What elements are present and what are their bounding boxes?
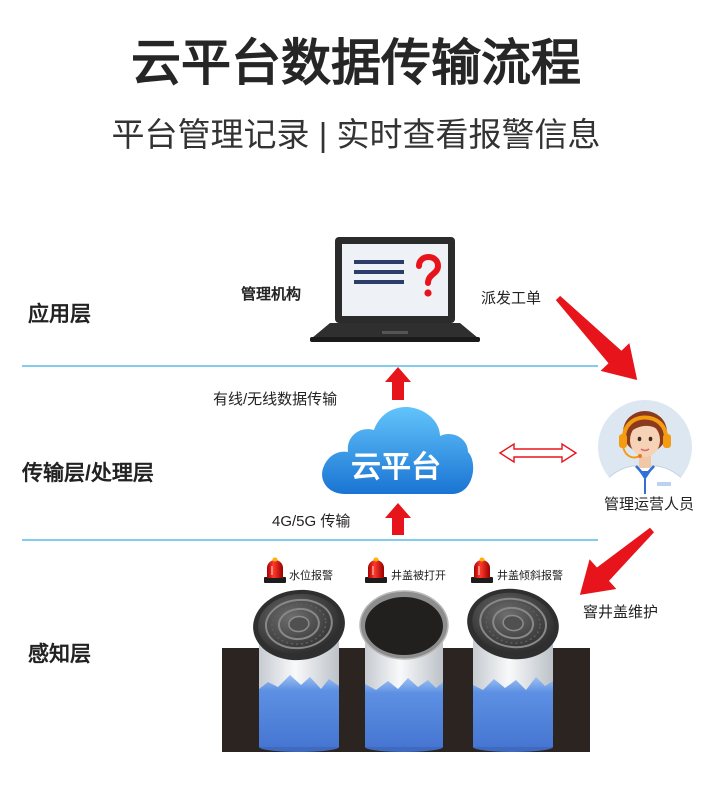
manhole-cover-icon — [359, 590, 449, 660]
network-label: 4G/5G 传输 — [272, 513, 350, 530]
alarm-label-water-level: 水位报警 — [289, 568, 333, 582]
water — [473, 677, 553, 747]
layer-label-perception: 感知层 — [28, 642, 91, 666]
manhole-2 — [359, 590, 449, 752]
question-mark-icon — [416, 254, 442, 297]
cloud-icon — [322, 406, 474, 494]
water — [365, 678, 443, 747]
maintenance-label: 窨井盖维护 — [583, 603, 658, 621]
uplink-arrow-bottom — [385, 503, 411, 535]
manhole-cover-icon — [253, 589, 345, 661]
page-title: 云平台数据传输流程 — [131, 35, 581, 91]
wired-wireless-label: 有线/无线数据传输 — [213, 391, 337, 408]
manhole-3 — [467, 588, 559, 752]
water — [259, 675, 339, 747]
management-org-label: 管理机构 — [241, 285, 301, 303]
page-subtitle: 平台管理记录 | 实时查看报警信息 — [112, 116, 601, 153]
cloud-platform-label: 云平台 — [351, 450, 441, 484]
dispatch-arrow — [555, 295, 638, 381]
laptop-icon — [310, 237, 480, 342]
layer-label-transport: 传输层/处理层 — [21, 461, 154, 485]
uplink-arrow-top — [385, 367, 411, 400]
bidirectional-arrow — [498, 442, 578, 464]
customer-service-avatar-icon — [598, 400, 692, 494]
alarm-light-icon — [264, 557, 286, 583]
alarm-label-cover-opened: 井盖被打开 — [391, 568, 446, 582]
alarm-label-cover-tilt: 井盖倾斜报警 — [497, 568, 563, 582]
manhole-1 — [253, 589, 345, 752]
operator-label: 管理运营人员 — [604, 496, 694, 513]
manhole-cover-icon — [467, 588, 559, 660]
alarm-light-icon — [471, 557, 493, 583]
alarm-light-icon — [365, 557, 387, 583]
layer-label-application: 应用层 — [28, 302, 91, 326]
maintenance-arrow — [579, 527, 655, 595]
dispatch-order-label: 派发工单 — [481, 290, 541, 307]
